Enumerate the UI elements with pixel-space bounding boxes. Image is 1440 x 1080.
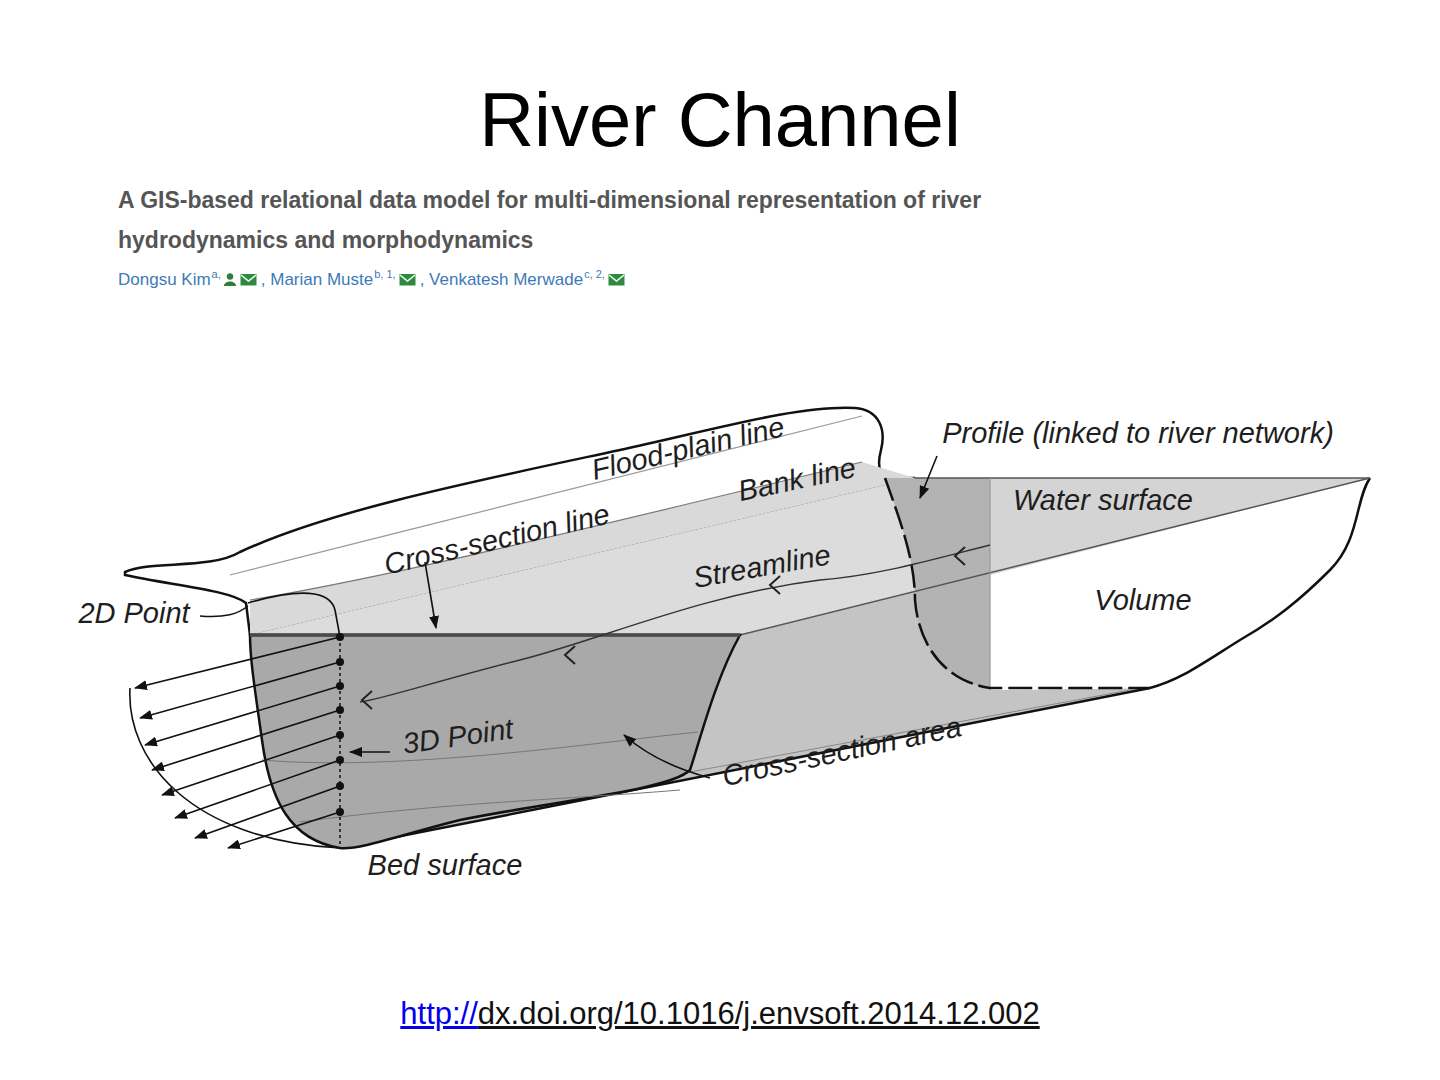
illustration-rect [240, 274, 256, 286]
paper-title: A GIS-based relational data model for mu… [118, 180, 1063, 260]
illustration-path [152, 710, 340, 770]
part-label: Volume [1094, 585, 1191, 617]
affiliation-mark: c, 2, [584, 268, 605, 280]
illustration-circle [336, 706, 344, 714]
illustration-path [400, 275, 415, 281]
illustration-path [224, 282, 236, 287]
affiliation-mark: b, 1, [374, 268, 395, 280]
illustration-path [740, 478, 1370, 635]
illustration-path [300, 790, 680, 822]
illustration-path [250, 633, 740, 637]
illustration-path [140, 662, 340, 718]
illustration-path [920, 456, 937, 498]
illustration-path [175, 760, 340, 818]
doi-text: http:// [400, 996, 478, 1032]
illustration-path [241, 275, 256, 281]
doi-link: http://dx.doi.org/10.1016/j.envsoft.2014… [0, 996, 1440, 1032]
illustration-path [624, 735, 710, 778]
illustration-path [609, 275, 624, 281]
illustration-path [248, 593, 340, 637]
illustration-path [135, 637, 340, 688]
doi-text: dx.doi.org/10.1016/j.envsoft.2014.12.002 [478, 996, 1040, 1032]
illustration-circle [227, 273, 233, 279]
illustration-circle [336, 633, 344, 641]
person-icon [224, 273, 236, 286]
author-name: Dongsu Kim [118, 270, 211, 290]
illustration-path [885, 478, 990, 688]
author-name: , Venkatesh Merwade [420, 270, 583, 290]
illustration-path [145, 686, 340, 745]
mail-icon [399, 273, 416, 286]
illustration-path [350, 751, 390, 753]
illustration-path [200, 606, 248, 617]
part-label: Profile (linked to river network) [942, 418, 1334, 450]
illustration-rect [608, 274, 624, 286]
illustration-path [990, 478, 1370, 690]
slide-title: River Channel [0, 78, 1440, 162]
mail-icon [608, 273, 625, 286]
part-label: 2D Point [78, 598, 189, 630]
author-name: , Marian Muste [261, 270, 373, 290]
author-line: Dongsu Kima, , Marian Musteb, 1, , Venkate… [118, 270, 629, 290]
illustration-path [228, 812, 340, 848]
illustration-path [989, 478, 990, 690]
illustration-circle [336, 756, 344, 764]
illustration-g [135, 633, 344, 848]
illustration-path [915, 477, 1370, 479]
illustration-circle [336, 658, 344, 666]
illustration-path [339, 637, 341, 848]
illustration-path [162, 735, 340, 795]
illustration-circle [336, 808, 344, 816]
illustration-circle [336, 731, 344, 739]
affiliation-mark: a, [212, 268, 221, 280]
illustration-rect [399, 274, 415, 286]
illustration-path [195, 786, 340, 838]
illustration-path [362, 547, 965, 709]
part-label: Water surface [1013, 485, 1193, 517]
mail-icon [240, 273, 257, 286]
illustration-path [360, 545, 990, 702]
part-label: Bed surface [368, 850, 523, 882]
illustration-circle [336, 782, 344, 790]
illustration-circle [336, 682, 344, 690]
